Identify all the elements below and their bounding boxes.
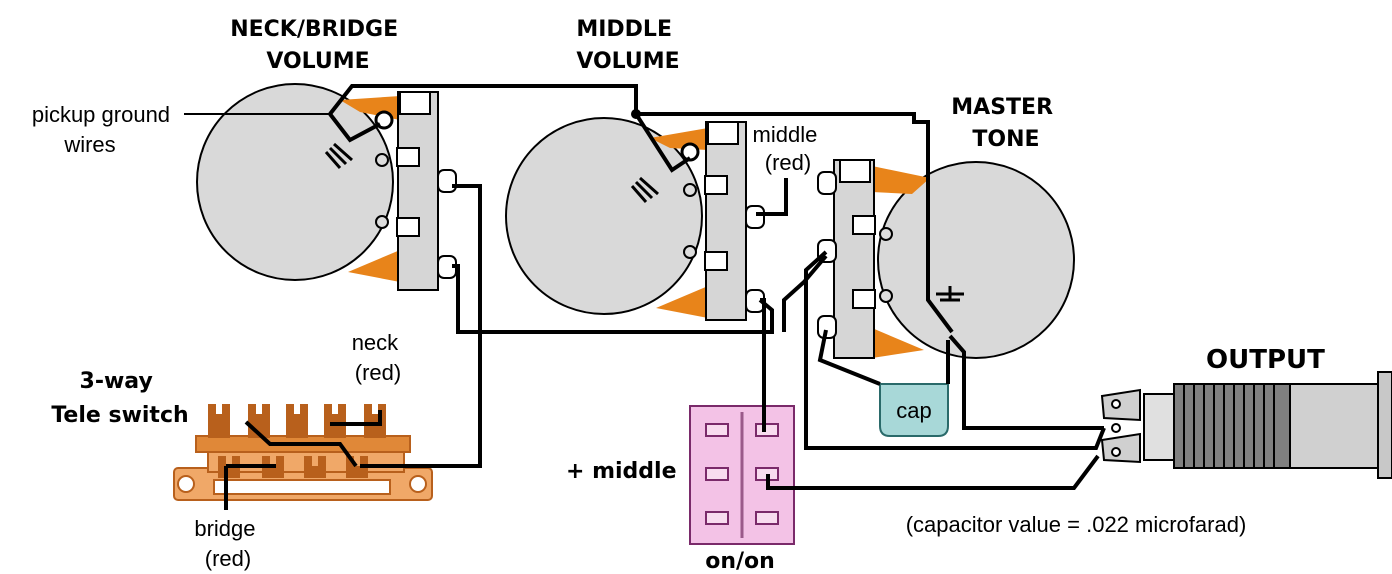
capacitor-note: (capacitor value = .022 microfarad) (906, 512, 1247, 537)
master-tone-label: MASTER TONE (951, 95, 1060, 152)
neck-red-label: neck (red) (352, 330, 405, 385)
neck-bridge-volume-label: NECK/BRIDGE VOLUME (230, 17, 406, 74)
middle-volume-label: MIDDLE VOLUME (576, 17, 679, 74)
bridge-red-label: bridge (red) (194, 516, 261, 571)
middle-red-label: middle (red) (753, 122, 824, 175)
middle-volume-pot (505, 117, 765, 321)
tele-switch (173, 404, 433, 501)
plus-middle-label: + middle (566, 459, 677, 484)
on-on-label: on/on (705, 549, 775, 574)
cap-label: cap (896, 398, 931, 423)
capacitor (879, 383, 949, 437)
output-label: OUTPUT (1206, 345, 1325, 375)
tele-switch-label: 3-way Tele switch (51, 369, 188, 428)
master-tone-pot (817, 159, 1075, 359)
output-jack (1100, 371, 1392, 479)
pickup-ground-wires-label: pickup ground wires (32, 102, 176, 157)
wires (184, 84, 1106, 510)
mini-toggle-switch (689, 405, 795, 545)
